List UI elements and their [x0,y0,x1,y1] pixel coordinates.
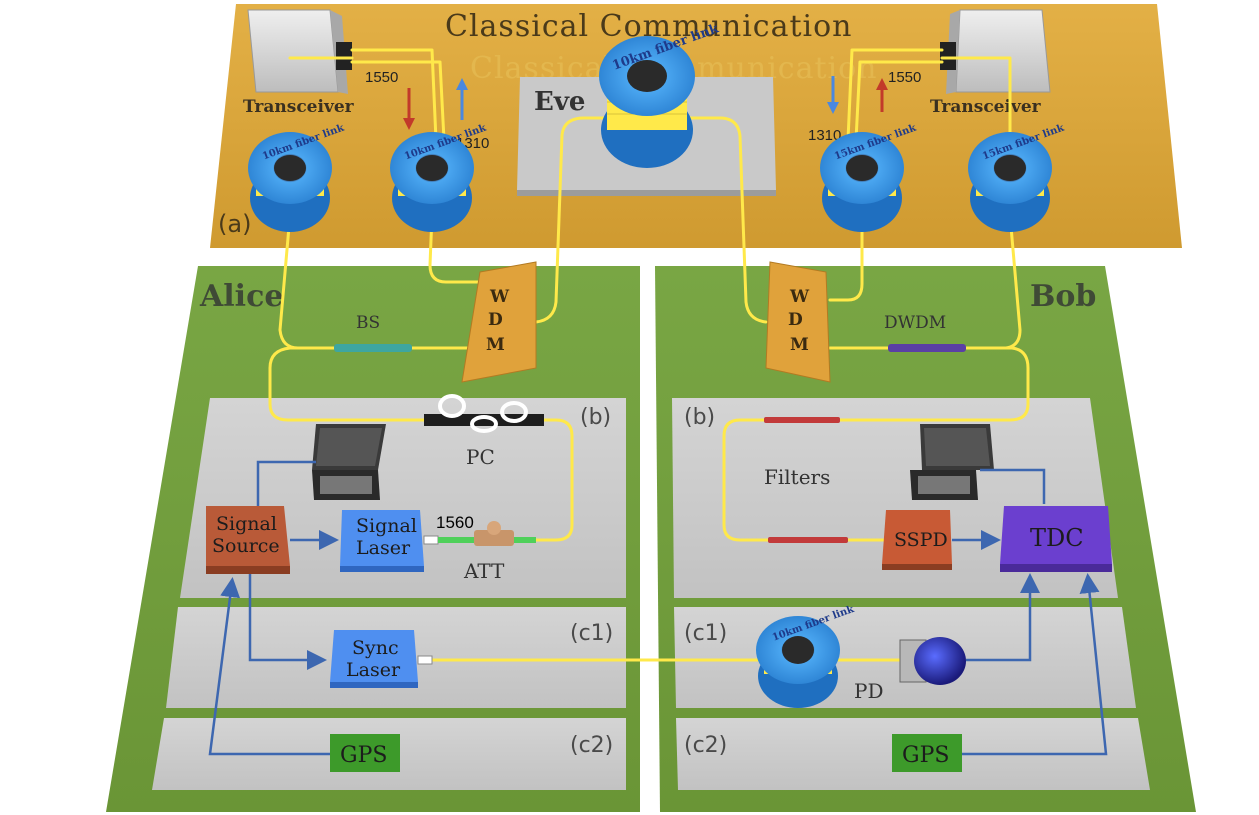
sync-laser-box: Sync Laser [330,630,433,688]
signal-source-box: Signal Source [206,506,290,574]
alice-transceiver-label: Transceiver [243,97,355,117]
filters-label: Filters [764,465,830,489]
photodetector: PD [854,637,966,703]
bob-laptop-icon [910,424,994,500]
alice-panel-b: (b) [180,398,626,598]
bob-wdm-letter: W [789,287,810,307]
laser-output-port-icon [423,535,439,545]
signal-source-label: Signal [216,513,277,535]
bob-1310-label: 1310 [808,127,841,144]
alice-name: Alice [199,279,283,314]
bob-gps-label: GPS [902,743,949,768]
filter-icon [768,537,848,543]
alice-panel-c1-tag: (c1) [570,621,613,646]
bob-name: Bob [1030,279,1096,314]
alice-electrical-connections [208,460,339,756]
alice-wdm-letter: D [488,310,503,330]
sync-laser-label: Laser [346,659,401,681]
dwdm-component [888,344,966,352]
alice-gps-label: GPS [340,743,387,768]
alice-gps-box: GPS [330,734,400,772]
pd-icon [914,637,966,685]
attenuator: ATT [438,521,536,583]
laser-output-port-icon [417,655,433,665]
pd-label: PD [854,679,884,703]
wavelength-1560-label: 1560 [436,513,474,532]
bob-panel-c1-tag: (c1) [684,621,727,646]
bob-electrical-connections [952,468,1108,756]
filters: Filters [764,417,848,543]
sspd-box: SSPD [882,510,952,570]
alice-wdm-letter: W [489,287,510,307]
bob-wdm-letter: D [788,310,803,330]
eve-label: Eve [534,87,585,117]
bob-gps-box: GPS [892,734,962,772]
att-label: ATT [463,559,505,583]
signal-source-label: Source [212,535,280,557]
filter-icon [764,417,840,423]
signal-laser-label: Signal [356,515,417,537]
transceiver-port-icon [940,42,956,70]
bob-wdm-letter: M [790,335,809,355]
sync-laser-label: Sync [352,637,399,659]
alice-wdm-letter: M [486,335,505,355]
fiber-links [268,48,1030,662]
att-icon [474,530,514,546]
panel-a-tag: (a) [218,210,251,238]
dwdm-label: DWDM [884,313,946,333]
pc-label: PC [466,445,495,469]
transceiver-port-icon [336,42,352,70]
bob-panel-b-tag: (b) [684,405,715,430]
alice-panel-b-tag: (b) [580,405,611,430]
sspd-label: SSPD [894,529,948,551]
alice-transceiver: Transceiver [243,9,355,117]
bob-transceiver: Transceiver [930,9,1051,117]
polarization-controller: PC [424,394,544,469]
bob-wdm: W D M [765,261,831,383]
bob-1550-label: 1550 [888,69,921,86]
tdc-box: TDC [1000,506,1112,572]
bob-panel-c2-tag: (c2) [684,733,727,758]
signal-laser-label: Laser [356,537,411,559]
bob-wavelength-indicators: 1550 1310 [808,69,921,144]
tdc-label: TDC [1030,524,1084,552]
bs-coupler [334,344,412,352]
signal-laser-box: Signal Laser [340,510,439,572]
alice-1550-label: 1550 [365,69,398,86]
bob-transceiver-label: Transceiver [930,97,1042,117]
alice-wdm: W D M [461,261,537,383]
alice-panel-c2-tag: (c2) [570,733,613,758]
alice-laptop-icon [312,424,386,500]
bs-label: BS [356,313,380,333]
